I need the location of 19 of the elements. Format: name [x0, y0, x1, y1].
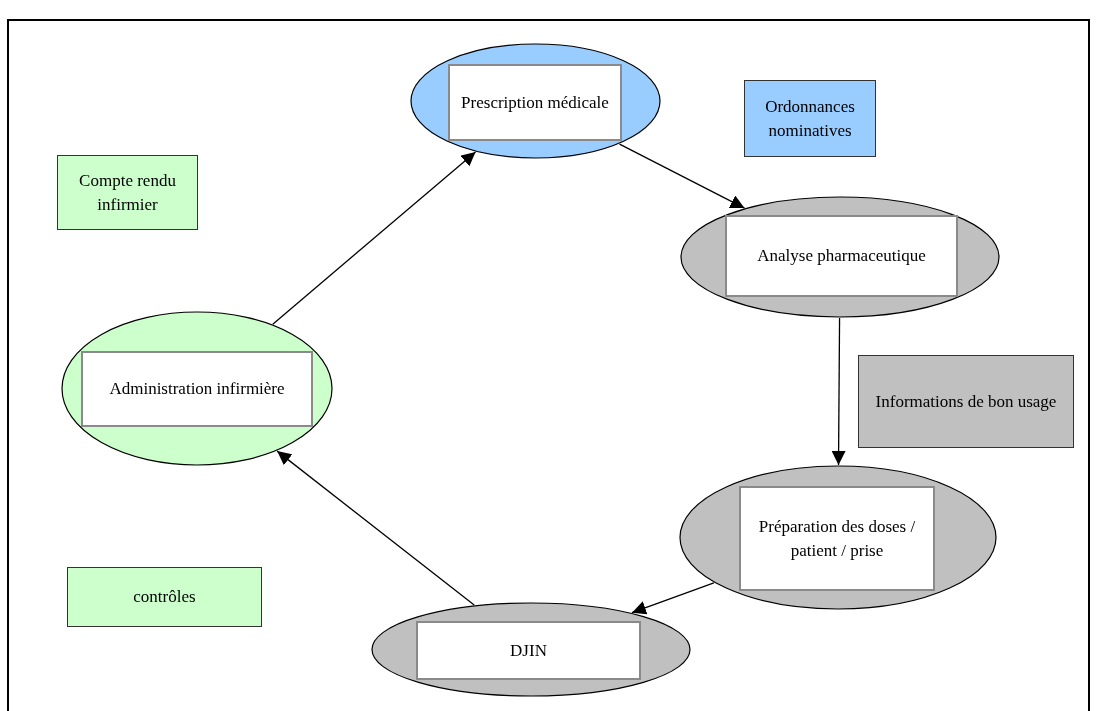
process-ellipse	[371, 602, 691, 697]
text-box: Prescription médicale	[448, 64, 622, 141]
process-ellipse	[680, 196, 1000, 318]
info-box: Informations de bon usage	[858, 355, 1074, 448]
process-ellipse	[61, 311, 333, 466]
process-ellipse	[410, 43, 661, 159]
arrow	[272, 151, 477, 325]
info-box: contrôles	[67, 567, 262, 627]
arrow	[631, 582, 715, 615]
arrow	[276, 450, 475, 606]
text-box: Préparation des doses / patient / prise	[739, 486, 935, 591]
process-ellipse	[679, 465, 997, 610]
arrow	[831, 317, 846, 466]
text-box: Analyse pharmaceutique	[725, 215, 958, 297]
info-box: Compte rendu infirmier	[57, 155, 198, 230]
text-box: DJIN	[416, 621, 641, 680]
info-box: Ordonnances nominatives	[744, 80, 876, 157]
arrow	[618, 143, 746, 209]
text-box: Administration infirmière	[81, 351, 313, 427]
